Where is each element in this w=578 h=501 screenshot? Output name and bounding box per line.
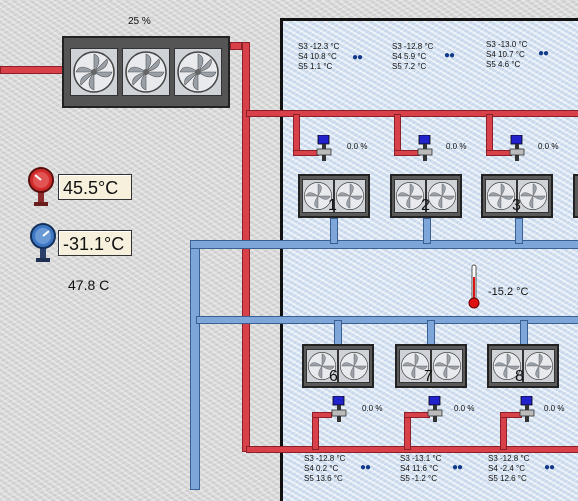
expansion-valve-icon[interactable] [330, 396, 348, 422]
sensor-group-bottom-1: S3 -12.8 °C S4 0.2 °C S5 13.6 °C [304, 454, 345, 484]
red-pressure-gauge-icon[interactable] [26, 166, 56, 210]
cold-pipe-drop-3 [515, 218, 523, 244]
sensor-s4: S4 10.7 °C [486, 50, 525, 59]
sensor-s3: S3 -13.1 °C [400, 454, 442, 463]
sensor-s5: S5 13.6 °C [304, 474, 343, 483]
valve-opening-percent: 0.0 % [347, 142, 368, 151]
fan-icon [485, 179, 517, 213]
evaporator-number: 6 [329, 368, 338, 385]
valve-opening-percent: 0.0 % [454, 404, 475, 413]
sensor-s3: S3 -12.3 °C [298, 42, 340, 51]
valve-opening-percent: 0.0 % [544, 404, 565, 413]
evaporator-unit-partial [573, 174, 578, 218]
evaporator-unit-2[interactable] [390, 174, 462, 218]
evaporator-unit-1[interactable] [298, 174, 370, 218]
fan-icon [431, 349, 463, 383]
sensor-group-top-3: S3 -13.0 °C S4 10.7 °C S5 4.6 °C [486, 40, 527, 70]
fan-icon [523, 349, 555, 383]
hot-pipe-top-riser [230, 42, 242, 50]
water-drops-icon: ●● [444, 50, 455, 61]
valve-opening-percent: 0.0 % [362, 404, 383, 413]
fan-icon [306, 349, 338, 383]
fan-icon [334, 179, 366, 213]
fan-icon [517, 179, 549, 213]
hot-pipe-branch-7 [404, 414, 411, 450]
hot-pipe-top-header [246, 110, 578, 117]
condenser-fan-speed: 25 % [128, 16, 151, 27]
valve-opening-percent: 0.0 % [538, 142, 559, 151]
sensor-s5: S5 4.6 °C [486, 60, 521, 69]
evaporator-unit-6[interactable] [302, 344, 374, 388]
cold-pipe-rise-6 [334, 320, 342, 346]
fan-icon [426, 179, 458, 213]
sensor-s3: S3 -12.8 °C [304, 454, 346, 463]
water-drops-icon: ●● [544, 462, 555, 473]
sensor-s5: S5 -1.2 °C [400, 474, 437, 483]
blue-pressure-gauge-icon[interactable] [28, 222, 58, 266]
cold-pipe-drop-1 [330, 218, 338, 244]
fan-icon [302, 179, 334, 213]
superheat-value: 47.8 C [68, 277, 110, 293]
sensor-s5: S5 12.6 °C [488, 474, 527, 483]
evaporator-number: 8 [515, 368, 524, 385]
fan-icon [122, 48, 170, 96]
water-drops-icon: ●● [352, 52, 363, 63]
room-temperature: -15.2 °C [488, 286, 529, 298]
evaporator-unit-3[interactable] [481, 174, 553, 218]
evaporator-unit-8[interactable] [487, 344, 559, 388]
sensor-s4: S4 -2.4 °C [488, 464, 525, 473]
sensor-s5: S5 7.2 °C [392, 62, 427, 71]
sensor-s4: S4 5.9 °C [392, 52, 427, 61]
hot-pipe-condenser-out [0, 66, 66, 74]
fan-icon [70, 48, 118, 96]
cold-pipe-main-vertical [190, 240, 200, 490]
expansion-valve-icon[interactable] [426, 396, 444, 422]
hot-pipe-branch-6 [312, 414, 319, 450]
expansion-valve-icon[interactable] [416, 135, 434, 161]
water-drops-icon: ●● [452, 462, 463, 473]
hot-pipe-branch-6h [312, 412, 332, 418]
fan-icon [491, 349, 523, 383]
expansion-valve-icon[interactable] [518, 396, 536, 422]
water-drops-icon: ●● [360, 462, 371, 473]
sensor-s3: S3 -12.8 °C [392, 42, 434, 51]
sensor-group-top-1: S3 -12.3 °C S4 10.8 °C S5 1.1 °C [298, 42, 339, 72]
expansion-valve-icon[interactable] [315, 135, 333, 161]
sensor-s4: S4 0.2 °C [304, 464, 339, 473]
fan-icon [394, 179, 426, 213]
cold-pipe-top-header [190, 240, 578, 249]
sensor-group-bottom-2: S3 -13.1 °C S4 11.6 °C S5 -1.2 °C [400, 454, 441, 484]
sensor-group-bottom-3: S3 -12.8 °C S4 -2.4 °C S5 12.6 °C [488, 454, 529, 484]
condenser-unit[interactable] [62, 36, 230, 108]
fan-icon [399, 349, 431, 383]
hot-pipe-bottom-header [246, 446, 578, 453]
sensor-s3: S3 -13.0 °C [486, 40, 528, 49]
thermometer-icon [468, 264, 480, 309]
cold-pipe-drop-2 [423, 218, 431, 244]
evaporator-number: 7 [424, 368, 433, 385]
evaporator-unit-7[interactable] [395, 344, 467, 388]
cold-room-area [280, 18, 578, 501]
cold-pipe-rise-7 [427, 320, 435, 346]
fan-icon [338, 349, 370, 383]
evaporator-number: 1 [328, 197, 337, 214]
valve-opening-percent: 0.0 % [446, 142, 467, 151]
water-drops-icon: ●● [538, 48, 549, 59]
cold-pipe-rise-8 [520, 320, 528, 346]
evaporator-number: 2 [421, 197, 430, 214]
fan-icon [174, 48, 222, 96]
discharge-temperature-readout: 45.5°C [58, 174, 132, 200]
evaporator-number: 3 [512, 197, 521, 214]
sensor-group-top-2: S3 -12.8 °C S4 5.9 °C S5 7.2 °C [392, 42, 433, 72]
expansion-valve-icon[interactable] [508, 135, 526, 161]
sensor-s4: S4 11.6 °C [400, 464, 439, 473]
suction-temperature-readout: -31.1°C [58, 230, 132, 256]
hot-pipe-branch-8 [500, 414, 507, 450]
sensor-s4: S4 10.8 °C [298, 52, 337, 61]
sensor-s3: S3 -12.8 °C [488, 454, 530, 463]
cold-pipe-middle-header [196, 316, 578, 324]
sensor-s5: S5 1.1 °C [298, 62, 333, 71]
